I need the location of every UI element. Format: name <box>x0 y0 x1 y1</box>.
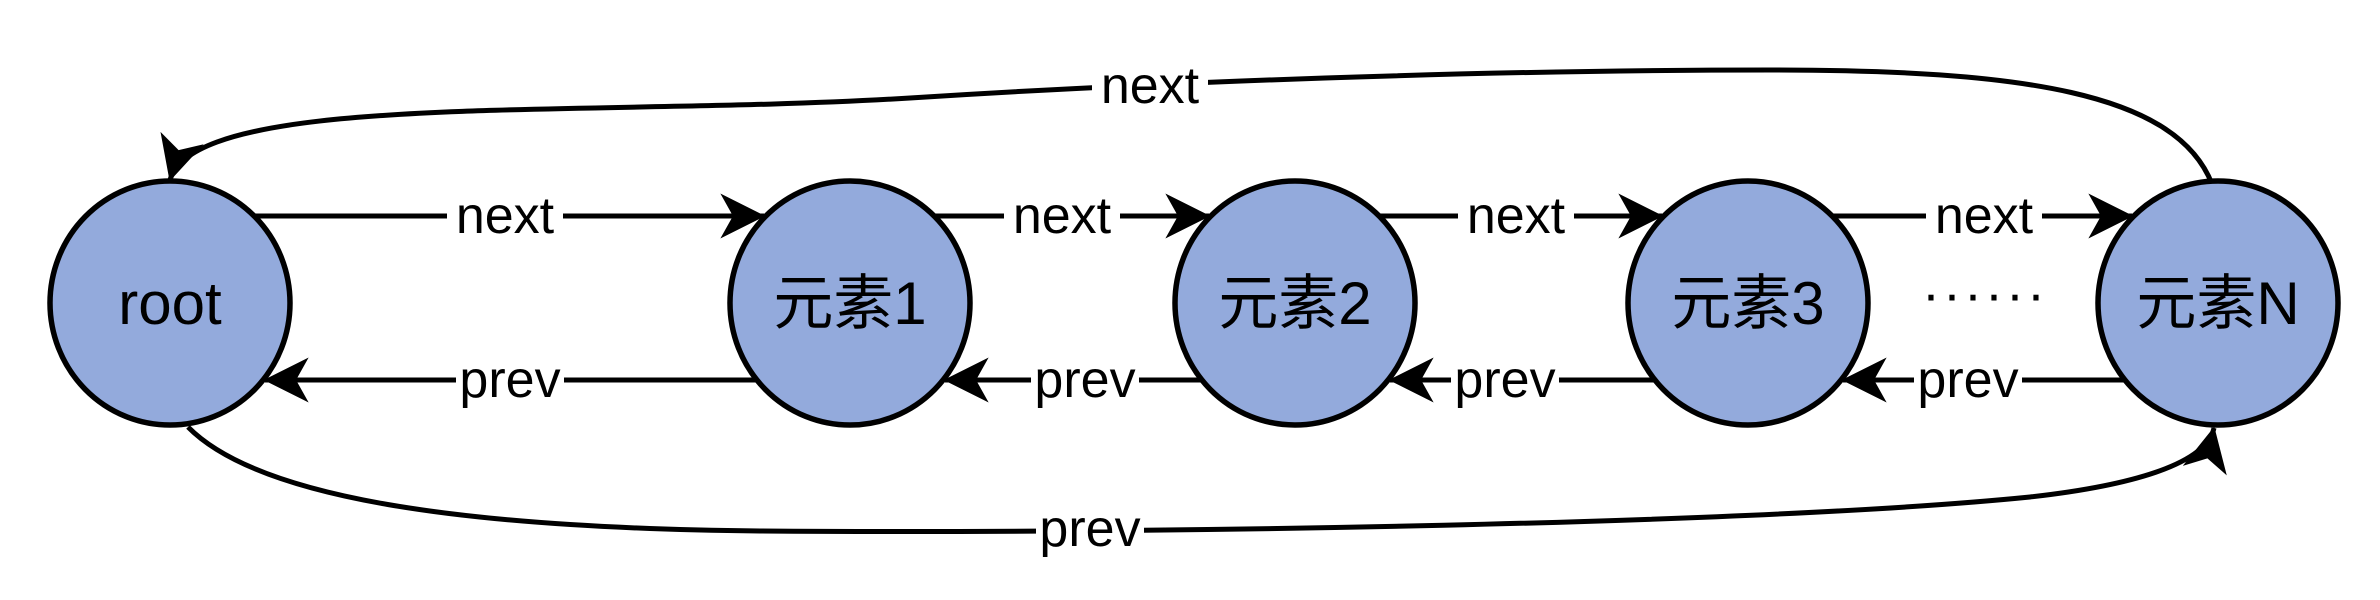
edge-label-next-2: next <box>1013 187 1112 245</box>
node-elem3 <box>1625 178 1871 428</box>
edge-label-next-1: next <box>456 187 555 245</box>
label-gap-next-4 <box>1926 195 2042 237</box>
label-gap-prev-2 <box>1031 359 1139 401</box>
edge-label-next-3: next <box>1467 187 1566 245</box>
label-gap-next-3 <box>1458 195 1574 237</box>
edge-label-prev-2: prev <box>1034 351 1135 409</box>
edge-label-wrap-prev: prev <box>1039 500 1140 558</box>
node-elem2-label: 元素2 <box>1218 270 1371 337</box>
label-gap-next-1 <box>447 195 563 237</box>
edge-wrap-prev-arc <box>186 425 2227 535</box>
ellipsis-dots: ······ <box>1922 264 2048 324</box>
label-gap-prev-4 <box>1914 359 2022 401</box>
label-gap-wrap-prev <box>1036 505 1144 551</box>
node-elem3-label: 元素3 <box>1671 270 1824 337</box>
edge-label-wrap-next: next <box>1101 57 1200 115</box>
node-root-label: root <box>118 270 222 337</box>
node-elem1-label: 元素1 <box>773 270 926 337</box>
edge-label-prev-3: prev <box>1454 351 1555 409</box>
edge-label-next-4: next <box>1935 187 2034 245</box>
node-elemN <box>2095 178 2341 428</box>
label-gap-prev-3 <box>1451 359 1559 401</box>
label-gap-wrap-next <box>1092 62 1208 108</box>
node-elem1 <box>727 178 973 428</box>
node-elem2 <box>1172 178 1418 428</box>
edge-label-prev-1: prev <box>459 351 560 409</box>
node-elemN-label: 元素N <box>2136 270 2299 337</box>
label-gap-prev-1 <box>456 359 564 401</box>
edge-label-prev-4: prev <box>1917 351 2018 409</box>
label-gap-next-2 <box>1004 195 1120 237</box>
node-root <box>47 178 293 428</box>
edge-wrap-next-arc <box>160 67 2215 185</box>
